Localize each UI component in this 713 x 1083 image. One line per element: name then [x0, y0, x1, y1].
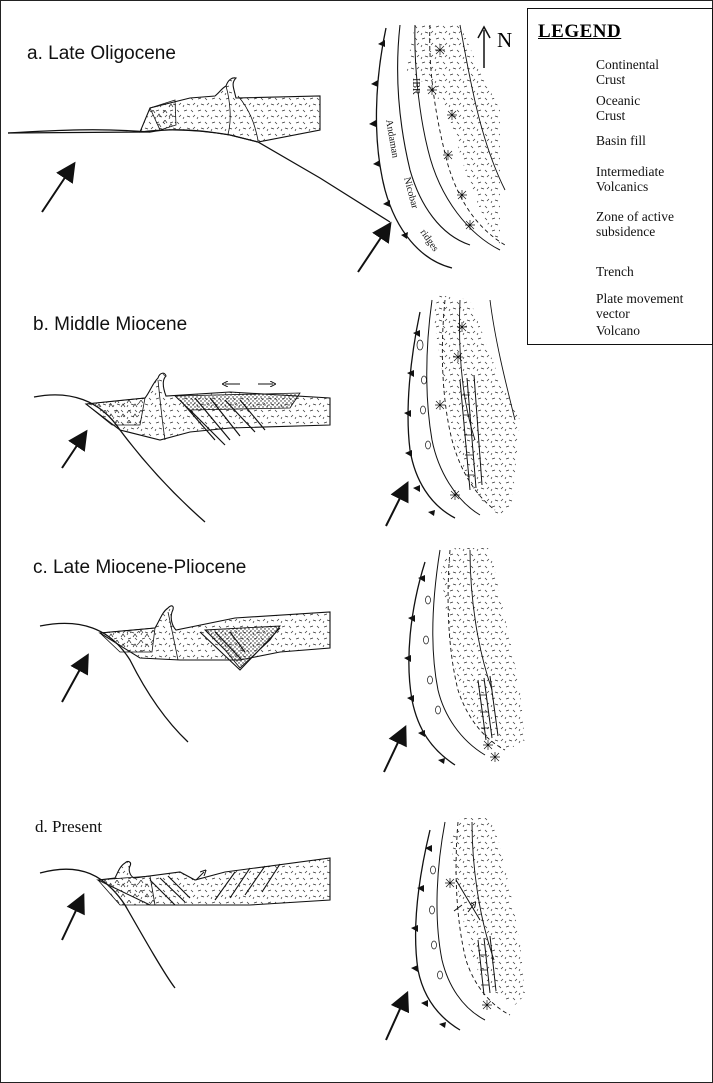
- map-b: [386, 295, 520, 526]
- legend-title: LEGEND: [538, 21, 621, 43]
- map-c: [384, 548, 525, 772]
- panel-d-label: d. Present: [35, 817, 102, 837]
- legend-item-subsidence: Zone of active subsidence: [596, 209, 674, 239]
- legend-item-volcano: Volcano: [596, 323, 640, 338]
- legend-item-trench: Trench: [596, 264, 634, 279]
- nicobar-label: Nicobar: [401, 176, 420, 211]
- ibr-label: IBR: [410, 78, 421, 95]
- cross-section-c: [40, 606, 330, 742]
- map-d: [386, 818, 525, 1040]
- legend-item-continental-crust: Continental Crust: [596, 57, 659, 87]
- cross-section-a: [8, 78, 390, 222]
- legend-item-intermediate-volcanics: Intermediate Volcanics: [596, 164, 664, 194]
- legend-box: LEGEND Continental Crust Oceanic Crust B…: [527, 8, 713, 345]
- north-label: N: [497, 28, 512, 53]
- legend-item-basin-fill: Basin fill: [596, 133, 646, 148]
- andaman-label: Andaman: [383, 119, 401, 159]
- legend-item-plate-movement: Plate movement vector: [596, 291, 683, 321]
- cross-section-d: [40, 858, 330, 988]
- panel-b-label: b. Middle Miocene: [33, 314, 187, 336]
- ridges-label: ridges: [418, 227, 441, 253]
- legend-item-oceanic-crust: Oceanic Crust: [596, 93, 640, 123]
- panel-c-label: c. Late Miocene-Pliocene: [33, 557, 246, 579]
- panel-a-label: a. Late Oligocene: [27, 43, 176, 65]
- cross-section-b: [34, 373, 330, 522]
- map-a: IBR Andaman Nicobar ridges: [358, 25, 505, 272]
